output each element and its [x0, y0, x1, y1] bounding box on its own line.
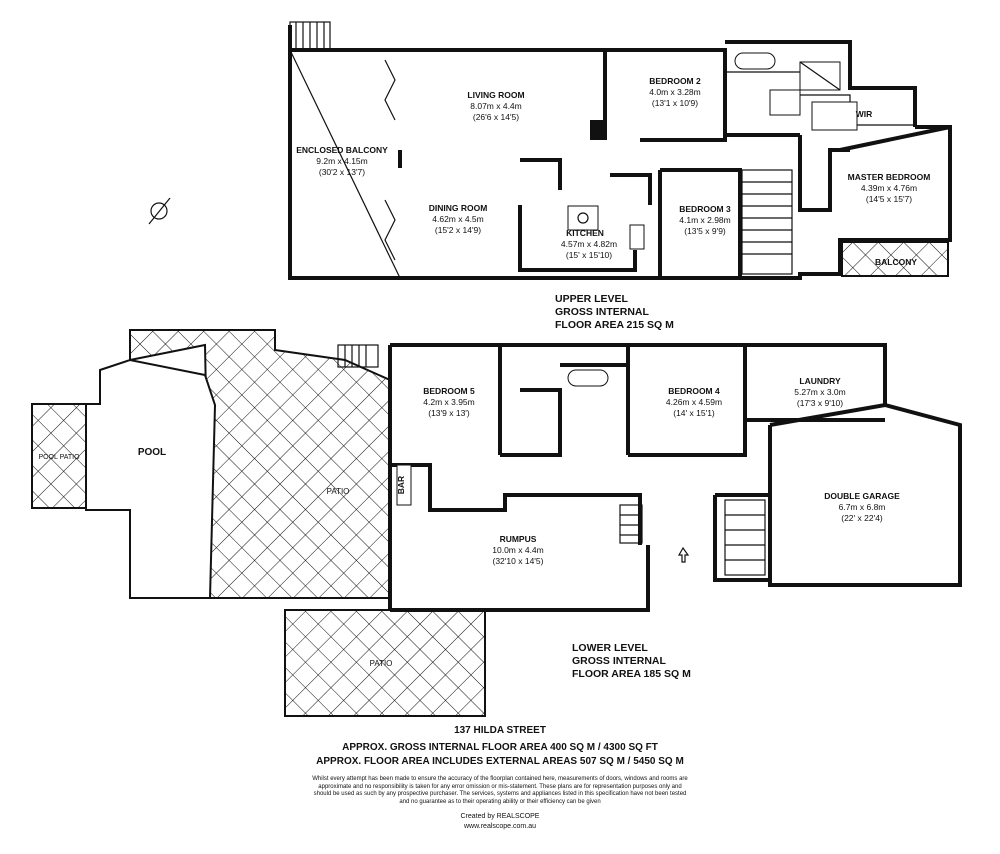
level-subtitle: GROSS INTERNAL — [555, 306, 650, 318]
room-metric: 4.39m x 4.76m — [861, 183, 917, 193]
lower-level-plan — [31, 329, 962, 717]
room-imperial: (26'6 x 14'5) — [473, 112, 519, 122]
room-name: BEDROOM 4 — [668, 386, 720, 396]
room-metric: 9.2m x 4.15m — [316, 156, 368, 166]
room-imperial: (14' x 15'1) — [673, 408, 715, 418]
room-metric: 4.26m x 4.59m — [666, 397, 722, 407]
room-imperial: (30'2 x 13'7) — [319, 167, 365, 177]
room-metric: 6.7m x 6.8m — [839, 502, 886, 512]
room-name: ENCLOSED BALCONY — [296, 145, 388, 155]
room-imperial: (15' x 15'10) — [566, 250, 612, 260]
lower-room-labels: BEDROOM 5 4.2m x 3.95m (13'9 x 13') BEDR… — [38, 376, 900, 668]
room-name: LIVING ROOM — [467, 90, 524, 100]
bar-label: BAR — [396, 476, 406, 494]
website: www.realscope.com.au — [464, 823, 536, 830]
room-name: KITCHEN — [566, 228, 604, 238]
upper-level-plan — [148, 21, 952, 280]
patio-label: PATIO — [327, 487, 350, 496]
patio-label-2: PATIO — [370, 659, 393, 668]
room-name: RUMPUS — [500, 534, 537, 544]
gross-area: APPROX. GROSS INTERNAL FLOOR AREA 400 SQ… — [342, 742, 658, 753]
room-imperial: (32'10 x 14'5) — [493, 556, 544, 566]
pool-shape — [85, 358, 217, 599]
room-metric: 4.2m x 3.95m — [423, 397, 475, 407]
room-imperial: (13'5 x 9'9) — [684, 226, 726, 236]
pool-patio-label: POOL PATIO — [38, 454, 80, 461]
room-metric: 5.27m x 3.0m — [794, 387, 846, 397]
room-imperial: (15'2 x 14'9) — [435, 225, 481, 235]
room-imperial: (13'9 x 13') — [428, 408, 470, 418]
room-metric: 10.0m x 4.4m — [492, 545, 544, 555]
room-metric: 4.1m x 2.98m — [679, 215, 731, 225]
upper-room-labels: LIVING ROOM 8.07m x 4.4m (26'6 x 14'5) B… — [296, 76, 930, 267]
external-area: APPROX. FLOOR AREA INCLUDES EXTERNAL ARE… — [316, 756, 684, 767]
upper-level-caption: UPPER LEVEL GROSS INTERNAL FLOOR AREA 21… — [555, 293, 674, 331]
disclaimer: Whilst every attempt has been made to en… — [312, 776, 688, 805]
room-metric: 4.57m x 4.82m — [561, 239, 617, 249]
room-name: BEDROOM 2 — [649, 76, 701, 86]
level-area: FLOOR AREA 185 SQ M — [572, 668, 691, 680]
lower-level-caption: LOWER LEVEL GROSS INTERNAL FLOOR AREA 18… — [572, 642, 691, 680]
room-name: BEDROOM 3 — [679, 204, 731, 214]
room-imperial: (17'3 x 9'10) — [797, 398, 843, 408]
room-metric: 4.62m x 4.5m — [432, 214, 484, 224]
balcony-label: BALCONY — [875, 257, 917, 267]
room-imperial: (14'5 x 15'7) — [866, 194, 912, 204]
room-name: BEDROOM 5 — [423, 386, 475, 396]
room-imperial: (22' x 22'4) — [841, 513, 883, 523]
room-imperial: (13'1 x 10'9) — [652, 98, 698, 108]
level-title: UPPER LEVEL — [555, 293, 629, 305]
level-area: FLOOR AREA 215 SQ M — [555, 319, 674, 331]
room-metric: 8.07m x 4.4m — [470, 101, 522, 111]
room-metric: 4.0m x 3.28m — [649, 87, 701, 97]
room-name: DOUBLE GARAGE — [824, 491, 900, 501]
room-name: LAUNDRY — [799, 376, 841, 386]
created-by: Created by REALSCOPE — [460, 813, 540, 820]
wir-label: WIR — [856, 109, 873, 119]
pool-label: POOL — [138, 447, 166, 458]
room-name: DINING ROOM — [429, 203, 488, 213]
level-subtitle: GROSS INTERNAL — [572, 655, 667, 667]
level-title: LOWER LEVEL — [572, 642, 648, 654]
address: 137 HILDA STREET — [454, 725, 546, 736]
room-name: MASTER BEDROOM — [848, 172, 931, 182]
